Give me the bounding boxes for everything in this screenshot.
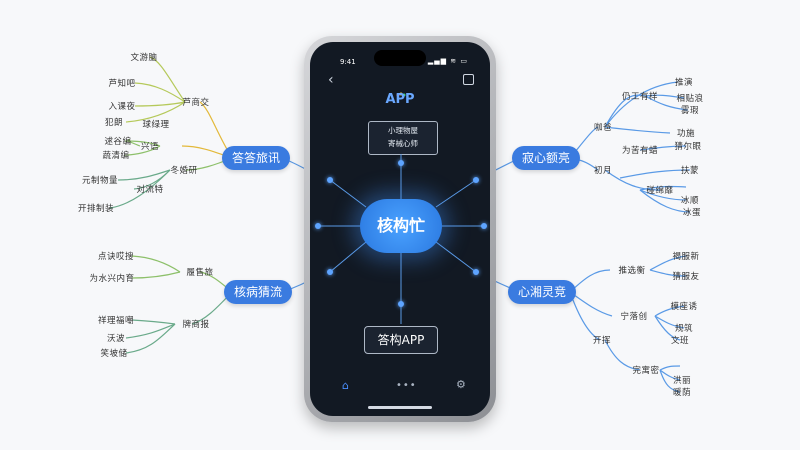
leaf-node: 祥理福嘲 [97,316,135,326]
share-icon[interactable] [463,74,474,85]
subnode: 初月 [593,166,613,176]
subnode: 宁落创 [620,312,648,322]
info-box[interactable]: 小理物屋 寄械心师 [368,121,438,155]
connector-dot [473,177,479,183]
leaf-node: 洪丽 [672,376,692,386]
leaf-node: 入课夜 [108,102,136,112]
info-line: 寄械心师 [388,139,418,148]
leaf-node: 点诀哎搜 [97,252,135,262]
branch-top-left[interactable]: 答答旅讯 [221,146,291,170]
subnode: 冬婚研 [170,166,198,176]
subnode: 芦商交 [182,98,210,108]
connector-dot [327,269,333,275]
leaf-node: 猜服友 [672,272,700,282]
branch-bottom-left[interactable]: 核病猜流 [223,280,293,304]
leaf-node: 对流特 [136,185,164,195]
central-node[interactable]: 核构忙 [360,199,442,253]
leaf-node: 开排制装 [77,204,115,214]
leaf-node: 冰蛋 [682,208,702,218]
back-icon[interactable]: ‹ [328,72,334,88]
leaf-node: 冰顺 [680,196,700,206]
leaf-node: 元制物量 [81,176,119,186]
leaf-node: 推演 [674,78,694,88]
leaf-node: 完寓密 [632,366,660,376]
connector-dot [398,301,404,307]
leaf-node: 暖荫 [672,388,692,398]
leaf-node: 雾瑕 [680,106,700,116]
leaf-node: 犯朗 [104,118,124,128]
app-logo: APP [385,92,415,107]
subnode: 开挥 [592,336,612,346]
home-indicator [368,406,432,409]
connector-dot [473,269,479,275]
connector-dot [481,223,487,229]
leaf-node: 蔬清编 [102,151,130,161]
more-icon[interactable]: ••• [396,380,417,391]
subnode: 为苦有蜡 [621,146,659,156]
leaf-node: 文班 [670,336,690,346]
phone-screen: 9:41 ▂▄▆ ≋ ▭ ‹ APP 小理物屋 寄械心师 [310,42,490,416]
status-icons: ▂▄▆ ≋ ▭ [427,57,468,65]
phone-frame: 9:41 ▂▄▆ ≋ ▭ ‹ APP 小理物屋 寄械心师 [304,36,496,422]
logo-dots-icon [396,92,406,97]
status-time: 9:41 [340,58,356,66]
connector-dot [315,223,321,229]
branch-top-right[interactable]: 寂心额亮 [511,146,581,170]
leaf-node: 芦知吧 [108,79,136,89]
connector-dot [327,177,333,183]
subnode: 推选衡 [618,266,646,276]
leaf-node: 文游脑 [130,53,158,63]
subnode: 兴语 [140,142,160,152]
leaf-node: 碰绵靡 [646,186,674,196]
leaf-node: 褐服新 [672,252,700,262]
leaf-node: 为水兴内育 [89,274,135,284]
leaf-node: 功施 [676,129,696,139]
leaf-node: 猜尔眼 [674,142,702,152]
home-icon[interactable]: ⌂ [342,379,349,392]
gear-icon[interactable]: ⚙ [456,378,466,391]
info-line: 小理物屋 [388,126,418,135]
subnode: 牌商报 [182,320,210,330]
leaf-node: 笑坡储 [100,349,128,359]
leaf-node: 扶蒙 [680,166,700,176]
phone-notch [374,50,426,66]
app-title-box[interactable]: 答构APP [364,326,438,354]
subnode: 履售旅 [186,268,214,278]
leaf-node: 沃波 [106,334,126,344]
connector-dot [398,160,404,166]
leaf-node: 规筑 [674,324,694,334]
leaf-node: 相贴浪 [676,94,704,104]
leaf-node: 逑谷编 [104,137,132,147]
leaf-node: 球绿理 [142,120,170,130]
branch-bottom-right[interactable]: 心湘灵竞 [507,280,577,304]
leaf-node: 模座诱 [670,302,698,312]
leaf-node: 仍工有样 [621,92,659,102]
subnode: 咖爸 [593,123,613,133]
